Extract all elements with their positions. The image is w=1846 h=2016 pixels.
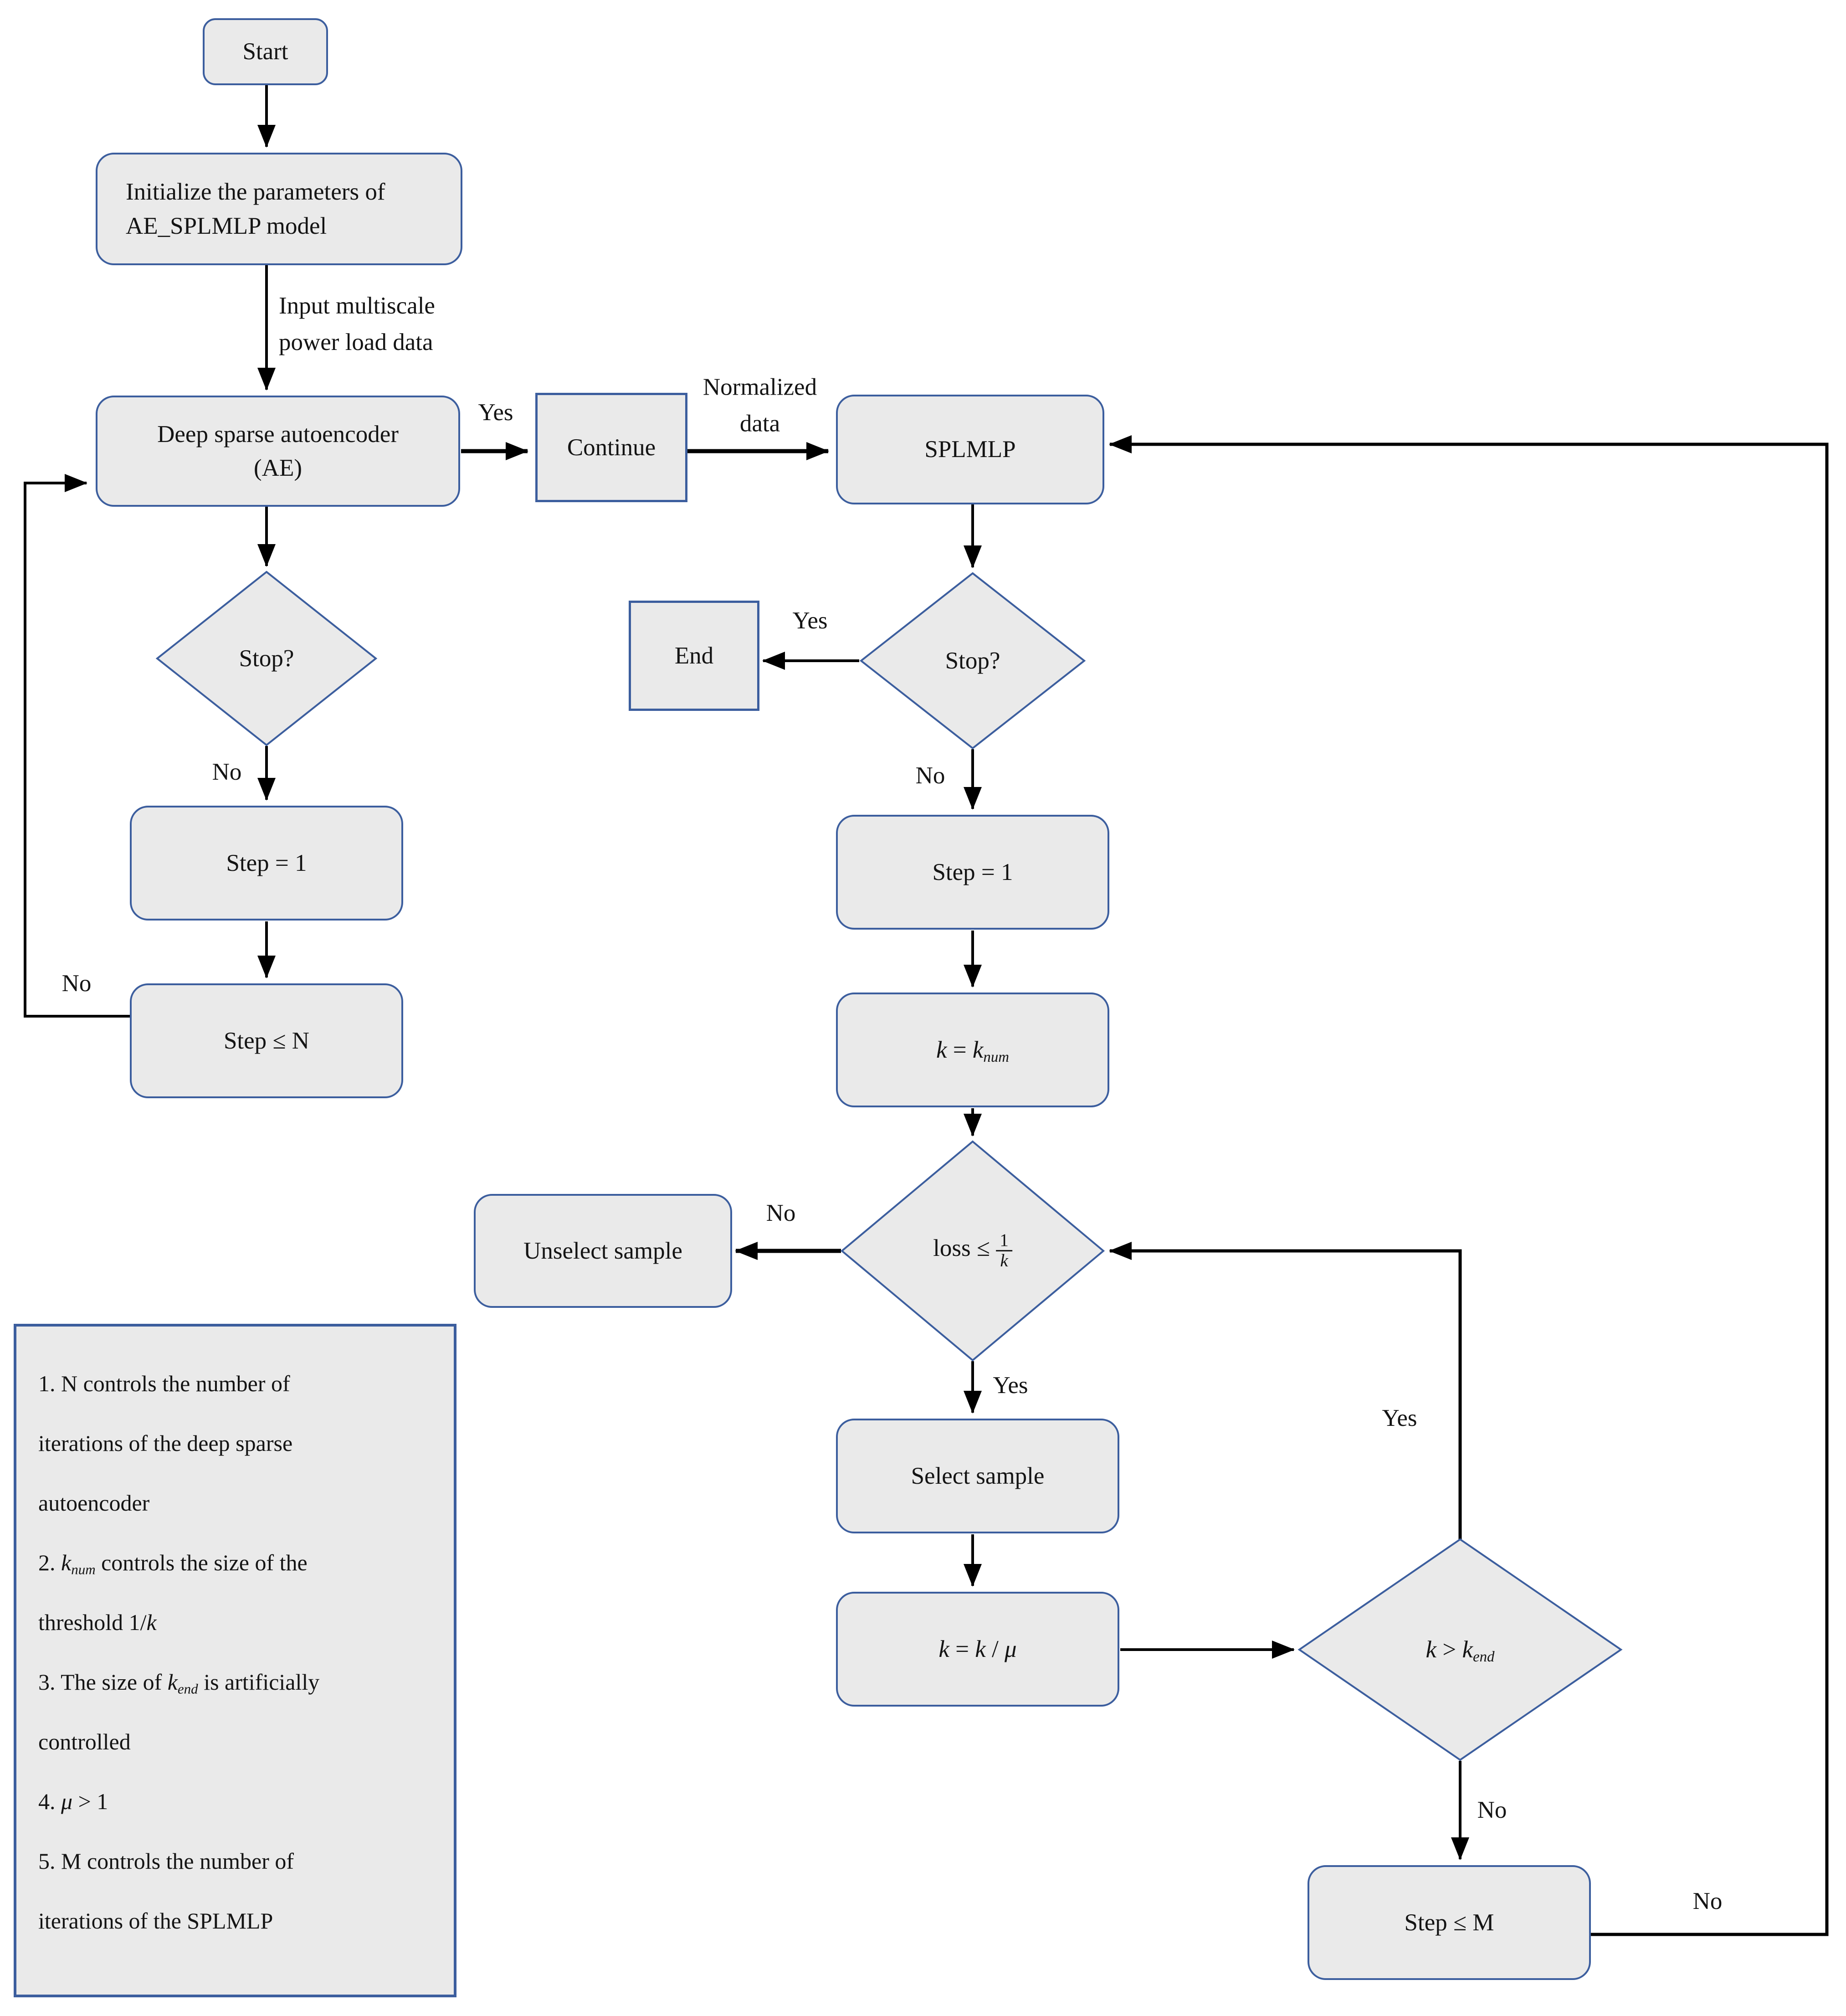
- decision-kend-shape: [1297, 1538, 1623, 1761]
- node-unselect-sample-label: Unselect sample: [523, 1237, 682, 1264]
- node-initialize-label: Initialize the parameters of AE_SPLMLP m…: [126, 179, 385, 239]
- node-splmlp-label: SPLMLP: [924, 436, 1016, 463]
- node-unselect-sample: Unselect sample: [474, 1194, 732, 1308]
- node-continue: Continue: [535, 393, 687, 502]
- node-splmlp: SPLMLP: [836, 395, 1104, 504]
- note-line: 2. knum controls the size of the: [38, 1550, 308, 1578]
- edge-stepm-splmlp-loop: [1109, 435, 1829, 1936]
- node-step-le-m: Step ≤ M: [1308, 1865, 1591, 1980]
- node-k-update-label: k = k / μ: [938, 1635, 1017, 1662]
- node-end: End: [629, 601, 759, 711]
- node-start: Start: [203, 18, 328, 85]
- node-end-label: End: [674, 642, 714, 669]
- decision-stop-right-label: Stop?: [945, 648, 1000, 674]
- edge-label-yes-ae-continue: Yes: [478, 399, 513, 426]
- node-continue-label: Continue: [567, 434, 656, 461]
- note-line: iterations of the SPLMLP: [38, 1908, 273, 1934]
- note-line: 3. The size of kend is artificially: [38, 1669, 320, 1697]
- node-step-le-n-label: Step ≤ N: [223, 1027, 310, 1054]
- edge-label-yes-stop-end: Yes: [792, 607, 828, 634]
- decision-stop-left-shape: [155, 571, 378, 746]
- note-line: autoencoder: [38, 1490, 150, 1516]
- edge-label-no-stop-left: No: [212, 759, 242, 785]
- edge-label-no-loss: No: [766, 1200, 796, 1226]
- edge-kend-loss-loop: [1109, 1242, 1462, 1539]
- node-step1-right: Step = 1: [836, 815, 1109, 930]
- edge-label-no-left-loop: No: [62, 970, 92, 997]
- notes-panel: 1. N controls the number of iterations of…: [14, 1324, 456, 1997]
- node-select-sample: Select sample: [836, 1419, 1119, 1533]
- note-line: threshold 1/k: [38, 1610, 157, 1635]
- node-initialize: Initialize the parameters of AE_SPLMLP m…: [96, 153, 462, 265]
- note-line: controlled: [38, 1729, 131, 1754]
- node-step-le-n: Step ≤ N: [130, 983, 403, 1098]
- node-select-sample-label: Select sample: [911, 1462, 1045, 1489]
- edge-label-input-data: Input multiscale power load data: [279, 293, 435, 355]
- node-start-label: Start: [242, 38, 288, 65]
- node-k-init-label: k = knum: [936, 1036, 1010, 1066]
- edge-label-normalized-data: Normalized data: [703, 374, 817, 437]
- node-autoencoder-label: Deep sparse autoencoder (AE): [157, 421, 399, 481]
- edge-label-no-kend: No: [1477, 1797, 1507, 1823]
- node-step-le-m-label: Step ≤ M: [1404, 1909, 1494, 1936]
- note-line: iterations of the deep sparse: [38, 1430, 293, 1456]
- node-k-init: k = knum: [836, 993, 1109, 1107]
- note-line: 5. M controls the number of: [38, 1848, 294, 1874]
- note-line: 1. N controls the number of: [38, 1371, 290, 1396]
- node-step1-right-label: Step = 1: [932, 859, 1013, 885]
- edge-label-no-stop-right: No: [915, 762, 945, 789]
- node-step1-left: Step = 1: [130, 806, 403, 921]
- decision-stop-left-label: Stop?: [239, 645, 294, 672]
- edge-label-yes-kend-loop: Yes: [1382, 1405, 1417, 1431]
- node-k-update: k = k / μ: [836, 1592, 1119, 1707]
- edge-label-no-m-loop: No: [1692, 1888, 1723, 1914]
- edge-stepn-ae-loop: [24, 474, 130, 1018]
- node-autoencoder: Deep sparse autoencoder (AE): [96, 396, 460, 507]
- edge-label-yes-loss: Yes: [993, 1372, 1028, 1399]
- decision-loss-shape: [840, 1140, 1105, 1362]
- decision-kend-label: k > kend: [1426, 1636, 1495, 1666]
- node-step1-left-label: Step = 1: [226, 849, 307, 876]
- decision-stop-right-shape: [859, 572, 1086, 750]
- note-line: 4. μ > 1: [38, 1789, 108, 1814]
